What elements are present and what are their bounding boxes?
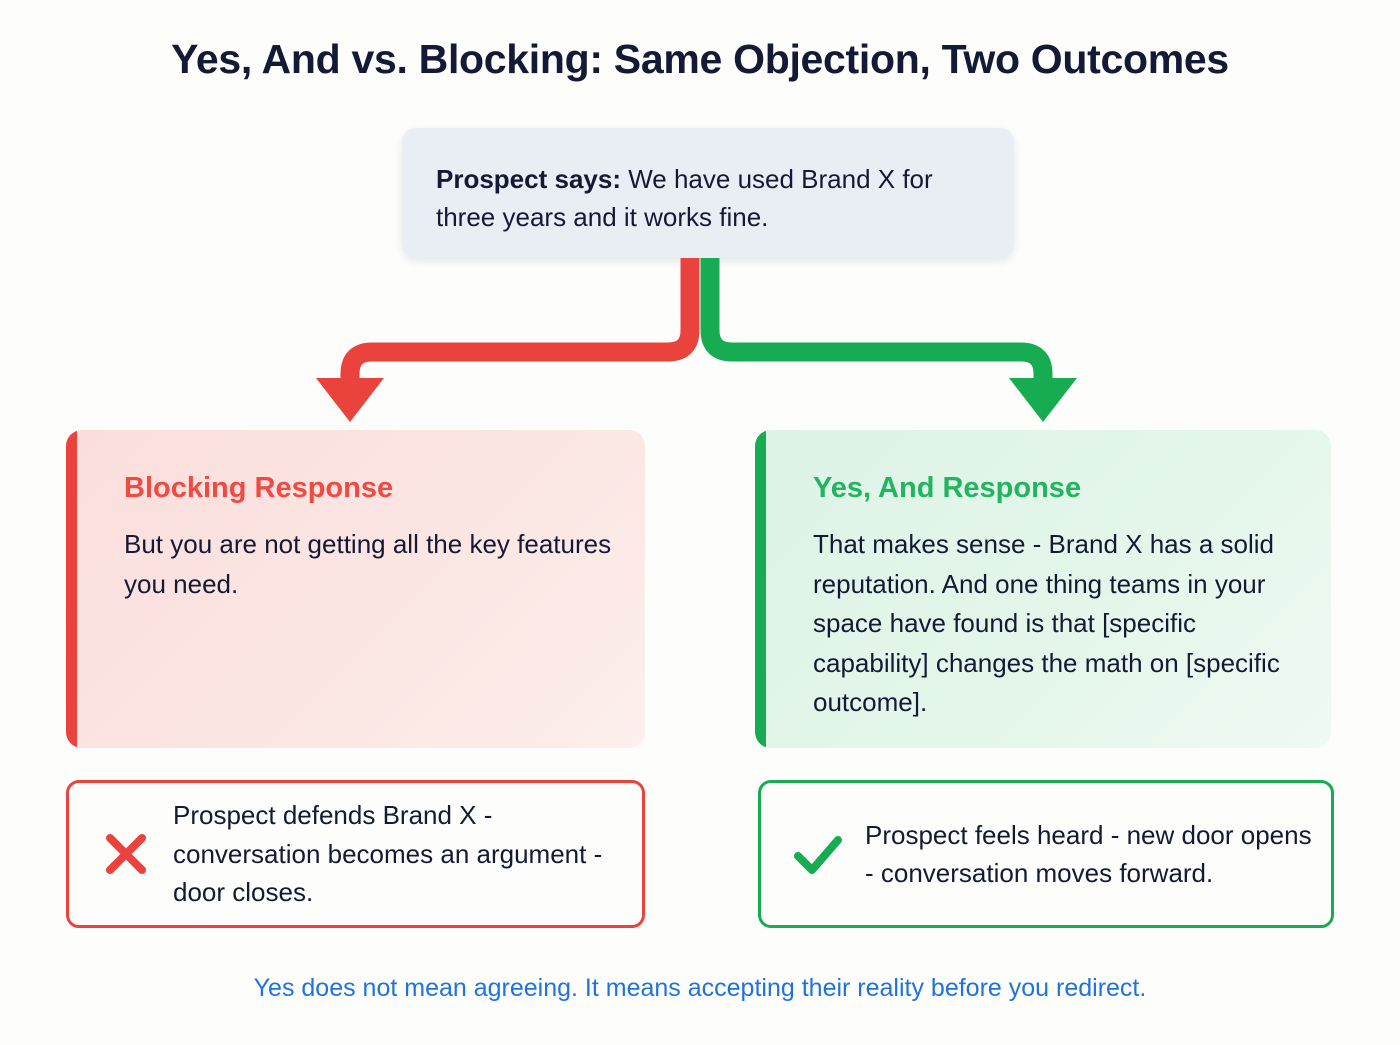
prospect-says-label: Prospect says: — [436, 164, 621, 194]
blocking-outcome-text: Prospect defends Brand X - conversation … — [173, 800, 603, 908]
yes-and-response-text: That makes sense - Brand X has a solid r… — [813, 529, 1280, 718]
yes-and-outcome-box: Prospect feels heard - new door opens - … — [758, 780, 1334, 928]
cross-mark-icon — [95, 823, 157, 885]
yes-and-accent-bar — [755, 430, 766, 748]
blocking-outcome-box: Prospect defends Brand X - conversation … — [66, 780, 645, 928]
blocking-response-text: But you are not getting all the key feat… — [124, 529, 612, 599]
prospect-statement-box: Prospect says: We have used Brand X for … — [402, 128, 1014, 258]
yes-and-card-body: Yes, And Response That makes sense - Bra… — [766, 430, 1331, 748]
check-mark-icon — [787, 823, 849, 885]
footer-note: Yes does not mean agreeing. It means acc… — [253, 974, 1147, 1002]
blocking-response-title: Blocking Response — [124, 472, 394, 504]
blocking-accent-bar — [66, 430, 77, 748]
yes-and-connector-line — [700, 258, 1053, 382]
prospect-quote: We have used Brand X for three years and… — [436, 164, 933, 233]
blocking-response-card: Blocking Response But you are not gettin… — [66, 430, 645, 748]
yes-and-response-title: Yes, And Response — [813, 472, 1082, 504]
yes-and-response-card: Yes, And Response That makes sense - Bra… — [755, 430, 1331, 748]
blocking-card-body: Blocking Response But you are not gettin… — [77, 430, 645, 748]
blocking-connector-line — [340, 258, 700, 382]
blocking-arrowhead-icon — [316, 378, 384, 422]
page-title: Yes, And vs. Blocking: Same Objection, T… — [171, 36, 1229, 82]
yes-and-arrowhead-icon — [1009, 378, 1077, 422]
prospect-statement-text: Prospect says: We have used Brand X for … — [436, 160, 980, 237]
yes-and-outcome-text: Prospect feels heard - new door opens - … — [865, 819, 1312, 888]
